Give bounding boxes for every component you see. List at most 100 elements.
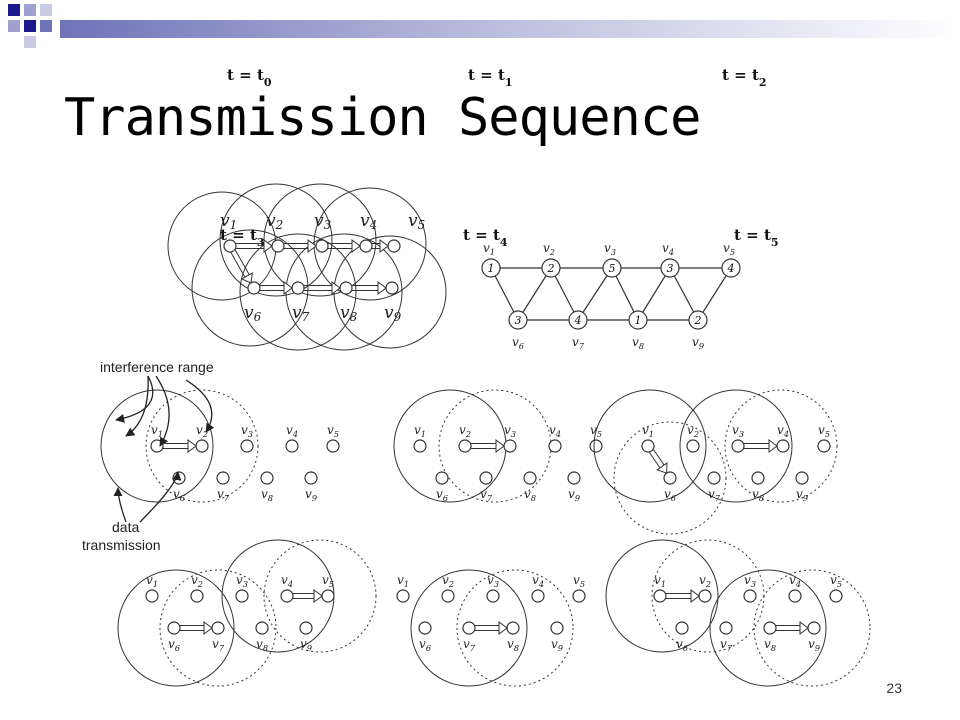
node-label-base: v	[764, 637, 771, 651]
node-label: v8	[261, 487, 274, 503]
sensor-node	[503, 439, 517, 453]
time-step-label: t = t5	[734, 226, 779, 249]
schedule-edge	[669, 267, 699, 321]
transmission-arrow-line	[230, 251, 246, 278]
node-label-base: v	[512, 335, 519, 349]
node-label-sub: 2	[202, 429, 208, 439]
node-label-base: v	[687, 423, 694, 437]
node-label: v8	[340, 303, 358, 324]
data-transmission-label-line2: transmission	[82, 537, 161, 553]
node-label: v2	[196, 423, 208, 439]
interference-arrow-left	[115, 375, 154, 423]
schedule-edge	[550, 267, 579, 321]
node-label-sub: 7	[224, 493, 230, 503]
node-label-sub: 1	[230, 218, 238, 232]
slide-title: Transmission Sequence	[64, 88, 701, 148]
sensor-node	[247, 281, 261, 295]
interference-circle	[709, 569, 827, 687]
time-label-base: t = t	[722, 66, 759, 84]
node-label: v1	[654, 573, 666, 589]
sensor-node	[387, 239, 401, 253]
node-label-base: v	[572, 335, 579, 349]
node-label-base: v	[752, 487, 759, 501]
overview-range-circle	[219, 183, 333, 297]
node-label: v5	[818, 423, 830, 439]
transmission-arrow-head	[379, 239, 389, 253]
node-label-sub: 6	[254, 310, 262, 324]
time-step-label: t = t4	[463, 226, 508, 249]
schedule-node	[481, 258, 501, 278]
node-label-base: v	[543, 241, 550, 255]
interference-circle-dotted	[613, 421, 727, 535]
interference-circle-dotted	[753, 569, 871, 687]
sensor-node	[829, 589, 843, 603]
schedule-edge	[517, 267, 552, 321]
schedule-node	[541, 258, 561, 278]
node-label: v3	[314, 211, 331, 232]
transmission-arrow-head	[690, 589, 700, 603]
sensor-node	[280, 589, 294, 603]
node-label-base: v	[300, 637, 307, 651]
node-label: v6	[173, 487, 186, 503]
node-label: v2	[266, 211, 283, 232]
interference-circle	[100, 389, 214, 503]
node-label-sub: 1	[158, 429, 163, 439]
sensor-node	[817, 439, 831, 453]
node-label-sub: 7	[487, 493, 493, 503]
node-label-base: v	[436, 487, 443, 501]
node-label-sub: 4	[287, 579, 293, 589]
sensor-node	[531, 589, 545, 603]
sensor-node	[550, 621, 564, 635]
overview-range-circle	[191, 229, 309, 347]
node-label: v8	[632, 335, 645, 351]
interference-circle	[605, 539, 719, 653]
node-label: v8	[752, 487, 765, 503]
transmission-arrow-head	[307, 239, 317, 253]
node-label: v7	[463, 637, 476, 653]
node-label-sub: 5	[580, 579, 585, 589]
node-label-sub: 5	[825, 429, 830, 439]
sensor-node	[751, 471, 765, 485]
node-label: v2	[442, 573, 454, 589]
sensor-node	[235, 589, 249, 603]
time-label-sub: 5	[771, 236, 779, 249]
node-label: v7	[217, 487, 230, 503]
node-label-base: v	[322, 573, 329, 587]
node-label-sub: 6	[426, 643, 432, 653]
node-label: v1	[414, 423, 426, 439]
node-label-sub: 8	[263, 643, 269, 653]
node-label-base: v	[414, 423, 421, 437]
node-label-sub: 8	[759, 493, 765, 503]
node-label: v4	[286, 423, 298, 439]
node-label: v6	[244, 303, 262, 324]
node-label-base: v	[244, 303, 254, 323]
transmission-arrow-head	[656, 462, 668, 474]
transmission-arrow-head	[377, 281, 387, 295]
node-label: v7	[292, 303, 310, 324]
sensor-node	[315, 239, 329, 253]
node-label-base: v	[699, 573, 706, 587]
transmission-arrow-head	[263, 239, 273, 253]
node-label: v5	[590, 423, 602, 439]
time-label-base: t = t	[227, 66, 264, 84]
node-label-base: v	[524, 487, 531, 501]
slot-number: 3	[515, 314, 522, 327]
node-label-sub: 4	[292, 429, 298, 439]
node-label-base: v	[676, 637, 683, 651]
interference-arrow-mid	[155, 375, 170, 447]
node-label-sub: 9	[312, 493, 318, 503]
sensor-node	[776, 439, 790, 453]
node-label-sub: 5	[329, 579, 334, 589]
time-label-base: t = t	[468, 66, 505, 84]
node-label: v9	[692, 335, 705, 351]
interference-circle	[393, 389, 507, 503]
sensor-node	[462, 621, 476, 635]
node-label: v8	[524, 487, 537, 503]
node-label-sub: 2	[465, 429, 471, 439]
node-label: v4	[360, 211, 377, 232]
slide-number: 23	[886, 680, 902, 696]
node-label: v4	[281, 573, 293, 589]
